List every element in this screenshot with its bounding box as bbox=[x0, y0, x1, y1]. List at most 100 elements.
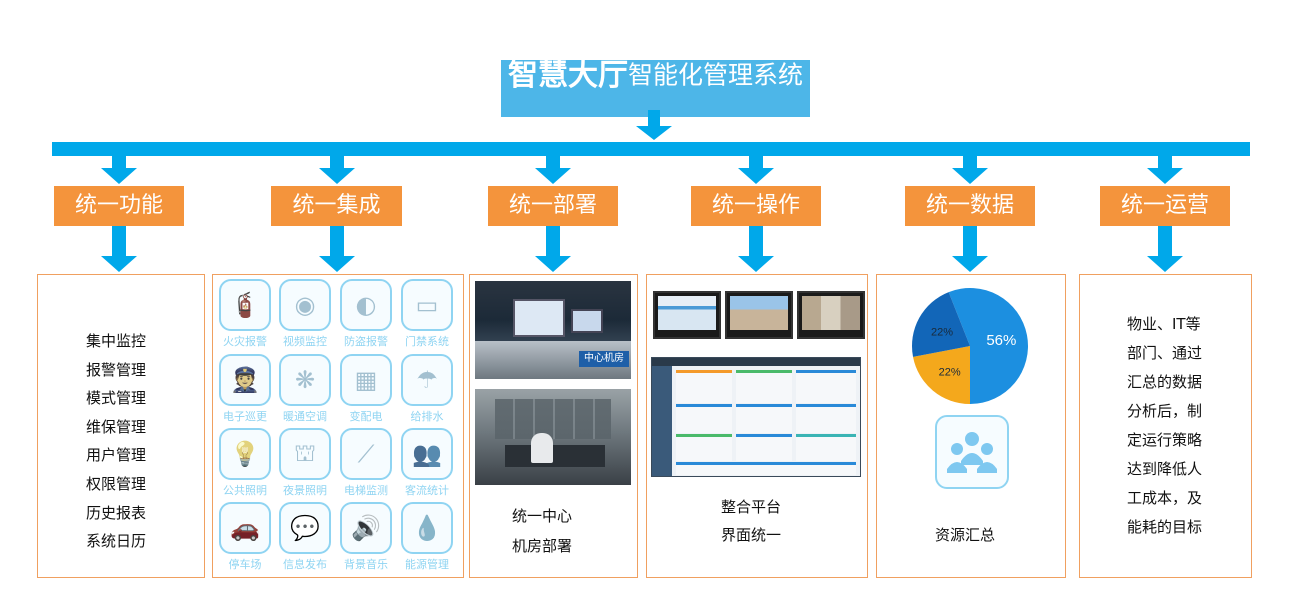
integration-label: 背景音乐 bbox=[344, 558, 388, 571]
list-item: 维保管理 bbox=[86, 417, 147, 436]
integration-item: 👮 电子巡更 bbox=[219, 354, 271, 424]
integration-item: ◐ 防盗报警 bbox=[340, 279, 392, 349]
integration-item: 👥客流统计 bbox=[401, 428, 453, 498]
speech-bubble-icon: 💬 bbox=[279, 502, 331, 554]
integration-label: 火灾报警 bbox=[223, 335, 267, 348]
icon-glyph: 💧 bbox=[412, 514, 442, 542]
panel-functions: 集中监控 报警管理 模式管理 维保管理 用户管理 权限管理 历史报表 系统日历 bbox=[37, 274, 205, 578]
speaker-icon: 🔊 bbox=[340, 502, 392, 554]
integration-label: 变配电 bbox=[349, 410, 383, 423]
icon-glyph: 👥 bbox=[412, 440, 442, 468]
monitor-3 bbox=[797, 291, 865, 339]
air-conditioner-icon: ❋ bbox=[279, 354, 331, 406]
arrow-down-lower-4 bbox=[952, 226, 988, 272]
icon-glyph: ❋ bbox=[294, 366, 316, 394]
pie-label: 22% bbox=[939, 367, 961, 379]
icon-glyph: ⛫ bbox=[293, 438, 317, 467]
list-item: 汇总的数据 bbox=[1127, 373, 1203, 391]
icon-glyph: ▦ bbox=[354, 366, 378, 394]
list-item: 能耗的目标 bbox=[1127, 518, 1203, 536]
integration-item: ⟋ 电梯监测 bbox=[340, 428, 392, 498]
integration-item: ☂ 给排水 bbox=[401, 354, 453, 424]
data-caption: 资源汇总 bbox=[935, 526, 996, 544]
arrow-down-lower-1 bbox=[319, 226, 355, 272]
integration-label: 视频监控 bbox=[283, 335, 327, 348]
list-item: 历史报表 bbox=[86, 503, 147, 522]
integration-item: 💬 信息发布 bbox=[279, 502, 331, 572]
arrow-down-1 bbox=[319, 156, 355, 184]
list-item: 物业、IT等 bbox=[1127, 315, 1201, 333]
icon-glyph: ◉ bbox=[294, 291, 316, 319]
panel-data: 56%22%22% 资源汇总 bbox=[876, 274, 1066, 578]
integration-label: 信息发布 bbox=[283, 558, 327, 571]
server-room-photo: 中心机房 bbox=[475, 281, 631, 379]
list-item: 机房部署 bbox=[512, 537, 573, 555]
icon-glyph: 🧯 bbox=[230, 291, 260, 319]
system-title: 智慧大厅智能化管理系统 bbox=[501, 60, 810, 117]
list-item: 统一中心 bbox=[512, 507, 573, 525]
integration-label: 防盗报警 bbox=[344, 335, 388, 348]
list-item: 部门、通过 bbox=[1127, 344, 1203, 362]
dome-camera-icon: ◉ bbox=[279, 279, 331, 331]
integration-item: ◉ 视频监控 bbox=[279, 279, 331, 349]
arrow-down-lower-0 bbox=[101, 226, 137, 272]
category-label-function: 统一功能 bbox=[54, 186, 184, 226]
integration-item: ▦ 变配电 bbox=[340, 354, 392, 424]
icon-glyph: ▭ bbox=[415, 291, 439, 319]
category-label-operations: 统一运营 bbox=[1100, 186, 1230, 226]
integration-label: 电梯监测 bbox=[344, 484, 388, 497]
list-item: 权限管理 bbox=[86, 474, 147, 493]
car-icon: 🚗 bbox=[219, 502, 271, 554]
list-item: 整合平台 bbox=[721, 498, 782, 516]
distribution-bar bbox=[52, 142, 1250, 156]
integration-label: 能源管理 bbox=[405, 558, 449, 571]
panel-integration: 🧯火灾报警◉视频监控◐防盗报警▭门禁系统👮电子巡更❋暖通空调▦变配电☂给排水💡公… bbox=[212, 274, 464, 578]
list-item: 分析后，制 bbox=[1127, 402, 1203, 420]
pie-slice bbox=[948, 288, 1028, 404]
building-lights-icon: ⛫ bbox=[279, 428, 331, 480]
people-group-icon: 👥 bbox=[401, 428, 453, 480]
integration-item: 💧 能源管理 bbox=[401, 502, 453, 572]
operations-text: 物业、IT等 部门、通过 汇总的数据 分析后，制 定运行策略 达到降低人 工成本… bbox=[1127, 310, 1202, 542]
integration-item: 🔊 背景音乐 bbox=[340, 502, 392, 572]
icon-glyph: ⟋ bbox=[357, 440, 375, 468]
integration-label: 给排水 bbox=[410, 410, 444, 423]
icon-glyph: 🚗 bbox=[230, 514, 260, 542]
icon-glyph: 👮 bbox=[230, 366, 260, 394]
arrow-down-lower-5 bbox=[1147, 226, 1183, 272]
integration-item: ⛫夜景照明 bbox=[279, 428, 331, 498]
title-sub: 智能化管理系统 bbox=[627, 60, 803, 90]
fire-extinguisher-icon: 🧯 bbox=[219, 279, 271, 331]
shower-icon: ☂ bbox=[401, 354, 453, 406]
integration-label: 电子巡更 bbox=[223, 410, 267, 423]
arrow-down-0 bbox=[101, 156, 137, 184]
integration-label: 停车场 bbox=[228, 558, 262, 571]
list-item: 工成本，及 bbox=[1127, 489, 1203, 507]
list-item: 模式管理 bbox=[86, 389, 147, 408]
integration-item: 🚗 停车场 bbox=[219, 502, 271, 572]
access-card-icon: ▭ bbox=[401, 279, 453, 331]
category-label-operation: 统一操作 bbox=[691, 186, 821, 226]
integration-label: 暖通空调 bbox=[283, 410, 327, 423]
icon-glyph: 🔊 bbox=[351, 514, 381, 542]
pie-slice bbox=[912, 292, 970, 357]
alarm-siren-icon: ◐ bbox=[340, 279, 392, 331]
list-item: 界面统一 bbox=[721, 526, 782, 544]
dashboard-screenshot bbox=[651, 357, 861, 477]
title-main: 智慧大厅 bbox=[507, 60, 628, 93]
resource-icon-box bbox=[935, 415, 1009, 489]
list-item: 集中监控 bbox=[86, 332, 147, 350]
arrow-down-5 bbox=[1147, 156, 1183, 184]
list-item: 系统日历 bbox=[86, 532, 147, 551]
icon-glyph: ◐ bbox=[355, 291, 377, 319]
list-item: 报警管理 bbox=[86, 360, 147, 379]
panel-operation: 整合平台 界面统一 bbox=[646, 274, 868, 578]
integration-label: 门禁系统 bbox=[405, 335, 449, 348]
pie-label: 22% bbox=[931, 327, 953, 339]
integration-item: 🧯 火灾报警 bbox=[219, 279, 271, 349]
icon-glyph: ☂ bbox=[416, 366, 438, 394]
people-group-icon bbox=[947, 432, 997, 473]
category-label-deployment: 统一部署 bbox=[488, 186, 618, 226]
escalator-icon: ⟋ bbox=[340, 428, 392, 480]
monitor-2 bbox=[725, 291, 793, 339]
